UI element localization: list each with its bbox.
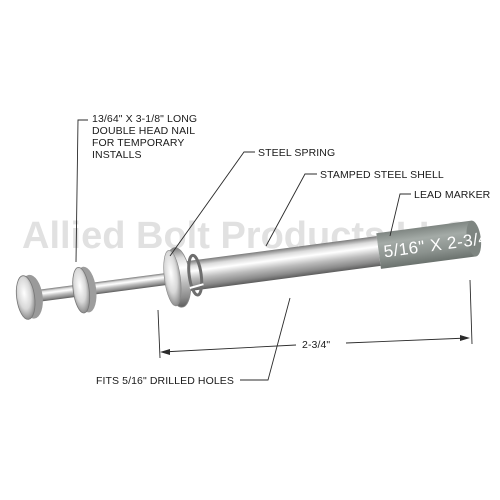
dimension-ext-right [469,279,473,345]
dimension-line-left [161,344,297,353]
dimension-value: 2-3/4" [302,339,330,351]
nail-shank [31,271,181,303]
anchor-assembly: 5/16" X 2-3/4" [15,220,496,320]
steel-shell [178,236,381,293]
lead-marker-end [466,220,482,257]
nail-callout-line2: DOUBLE HEAD NAIL [92,125,195,137]
nail-head-inner [72,266,91,314]
marker-callout: LEAD MARKER [414,189,491,201]
shell-flange-face [163,250,182,307]
nail-callout-line1: 13/64" X 3-1/8" LONG [92,113,197,125]
spring-gap [189,283,204,289]
holes-callout: FITS 5/16" DRILLED HOLES [96,375,234,387]
nail-callout-line4: INSTALLS [92,149,142,161]
dimension-arrow-right [460,335,470,341]
shell-callout: STAMPED STEEL SHELL [320,169,444,181]
shell-leader [265,173,317,247]
holes-leader [240,297,291,381]
lead-marker [376,220,477,269]
spring-callout: STEEL SPRING [258,147,335,159]
nail-callout-line3: FOR TEMPORARY [92,137,185,149]
dimension-arrow-left [160,349,170,355]
dimension-ext-left [157,309,161,359]
nail-head-outer [15,275,36,320]
nail-leader [75,119,88,263]
steel-spring [187,253,204,297]
dimension-line-right [345,337,469,344]
marker-leader [389,193,411,237]
spring-leader [169,151,255,257]
